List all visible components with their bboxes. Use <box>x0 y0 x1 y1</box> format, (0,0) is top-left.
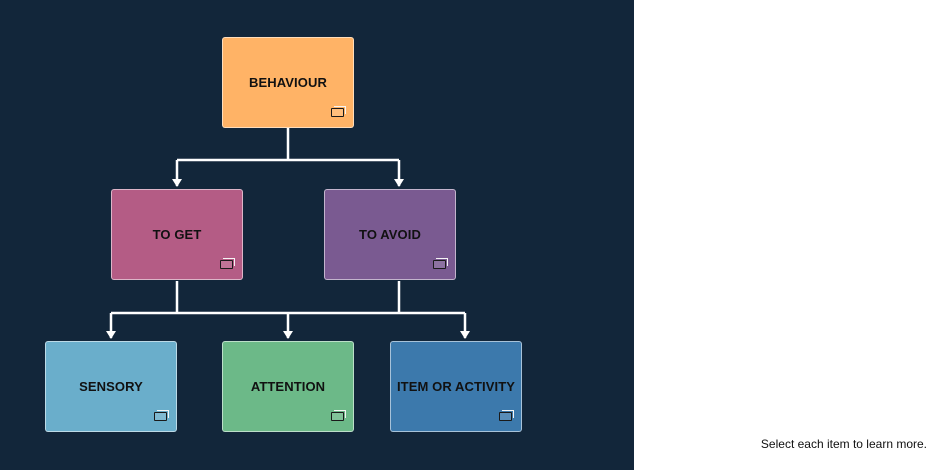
node-to-avoid-label: TO AVOID <box>359 227 421 242</box>
expand-icon <box>433 258 448 269</box>
node-sensory[interactable]: SENSORY <box>45 341 177 432</box>
node-to-get[interactable]: TO GET <box>111 189 243 280</box>
expand-icon <box>331 106 346 117</box>
node-item-or-activity-label: ITEM OR ACTIVITY <box>396 379 516 394</box>
node-behaviour-label: BEHAVIOUR <box>249 75 327 90</box>
expand-icon <box>220 258 235 269</box>
connector-lines <box>106 128 470 339</box>
expand-icon <box>499 410 514 421</box>
instruction-text: Select each item to learn more. <box>760 437 927 451</box>
node-sensory-label: SENSORY <box>79 379 143 394</box>
node-attention-label: ATTENTION <box>250 379 326 394</box>
diagram-panel: BEHAVIOUR TO GET TO AVOID SENSORY ATTENT… <box>0 0 634 470</box>
expand-icon <box>331 410 346 421</box>
node-behaviour[interactable]: BEHAVIOUR <box>222 37 354 128</box>
node-to-get-label: TO GET <box>152 227 202 242</box>
node-to-avoid[interactable]: TO AVOID <box>324 189 456 280</box>
node-attention[interactable]: ATTENTION <box>222 341 354 432</box>
expand-icon <box>154 410 169 421</box>
node-item-or-activity[interactable]: ITEM OR ACTIVITY <box>390 341 522 432</box>
